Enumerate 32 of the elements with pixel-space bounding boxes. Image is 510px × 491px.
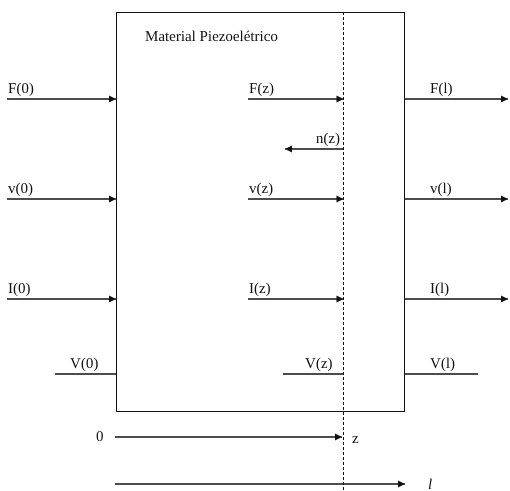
section-line xyxy=(343,12,345,490)
connector-line xyxy=(55,373,116,375)
connector-line xyxy=(283,373,344,375)
axis-label: 0 xyxy=(96,429,104,445)
material-block xyxy=(116,12,405,412)
arrow xyxy=(248,296,344,302)
arrow xyxy=(405,196,508,202)
edge-label: F(l) xyxy=(430,81,452,97)
edge-label: v(l) xyxy=(430,181,452,197)
edge-label: F(0) xyxy=(8,81,34,97)
arrow xyxy=(7,96,116,102)
arrow xyxy=(248,96,344,102)
edge-label: V(0) xyxy=(70,356,98,372)
edge-label: n(z) xyxy=(316,131,340,147)
edge-label: I(z) xyxy=(249,281,271,297)
axis-label: z xyxy=(352,431,359,447)
arrow xyxy=(405,296,508,302)
connector-line xyxy=(405,373,478,375)
edge-label: I(0) xyxy=(8,281,30,297)
edge-label: F(z) xyxy=(249,81,274,97)
arrow xyxy=(7,296,116,302)
arrow xyxy=(405,96,508,102)
block-title: Material Piezoelétrico xyxy=(145,29,278,45)
edge-label: v(z) xyxy=(249,181,274,197)
arrow xyxy=(285,146,344,152)
edge-label: V(z) xyxy=(305,356,332,372)
edge-label: I(l) xyxy=(430,281,450,297)
axis-label: l xyxy=(428,477,432,491)
edge-label: V(l) xyxy=(430,356,455,372)
arrow xyxy=(7,196,116,202)
edge-label: v(0) xyxy=(8,181,33,197)
arrow xyxy=(248,196,344,202)
